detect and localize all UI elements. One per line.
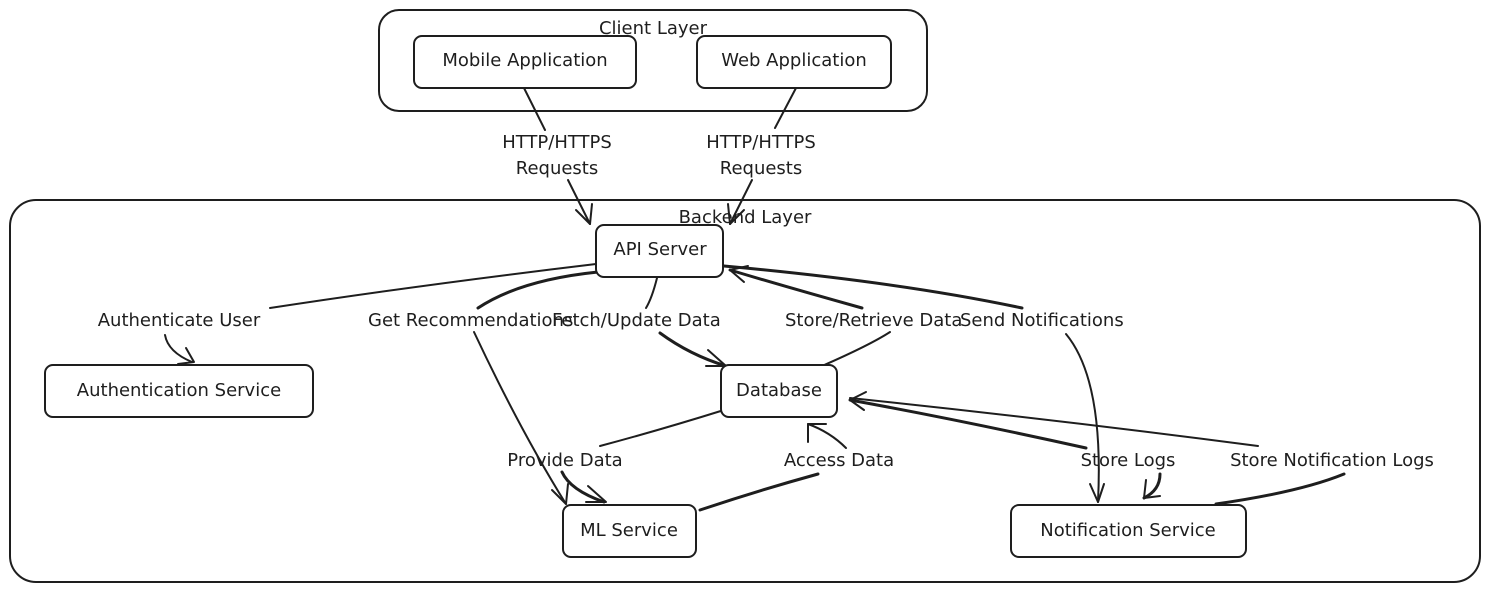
edge-label-store-retrieve-data: Store/Retrieve Data (785, 310, 962, 331)
client-layer-group[interactable] (378, 9, 928, 112)
node-web-application-label: Web Application (721, 50, 867, 71)
edge-label-store-notification-logs: Store Notification Logs (1230, 450, 1434, 471)
edge-db-to-api[interactable] (821, 331, 891, 367)
edge-notif-to-db-logs-arrowhead (849, 391, 867, 411)
edge-notif-to-db-notif-logs[interactable] (849, 397, 1259, 447)
node-mobile-application[interactable]: Mobile Application (413, 35, 637, 89)
node-authentication-service-label: Authentication Service (77, 380, 281, 401)
edge-api-to-db[interactable] (645, 277, 658, 309)
edge-label-store-logs: Store Logs (1081, 450, 1176, 471)
edge-api-to-ml[interactable] (476, 270, 600, 310)
edge-ml-to-db-arrowhead (807, 423, 827, 443)
edge-label-provide-data: Provide Data (507, 450, 622, 471)
edge-label-get-recommendations: Get Recommendations (368, 310, 573, 331)
edge-label-send-notifications: Send Notifications (960, 310, 1124, 331)
edge-mobile-to-api-arrowhead (575, 203, 593, 225)
node-database-label: Database (736, 380, 822, 401)
node-mobile-application-label: Mobile Application (442, 50, 607, 71)
node-api-server[interactable]: API Server (595, 224, 724, 278)
edge-db-to-ml[interactable] (599, 409, 725, 447)
edge-web-to-api[interactable] (729, 87, 797, 225)
edge-api-to-ml-arrowhead (551, 483, 569, 505)
edge-api-to-notif-arrowhead (1089, 483, 1105, 503)
node-api-server-label: API Server (613, 239, 707, 260)
edge-label-web-http: HTTP/HTTPS (706, 132, 816, 153)
edge-db-to-ml-arrowhead (585, 485, 607, 503)
edge-api-to-auth[interactable] (164, 263, 597, 363)
edge-label-web-requests: Requests (720, 158, 803, 179)
edge-label-access-data: Access Data (784, 450, 894, 471)
edge-api-to-notif[interactable] (722, 264, 1024, 310)
edge-label-fetch-update-data: Fetch/Update Data (552, 310, 721, 331)
backend-layer-label: Backend Layer (679, 207, 812, 228)
backend-layer-group[interactable] (9, 199, 1481, 583)
node-notification-service-label: Notification Service (1040, 520, 1216, 541)
edge-mobile-to-api[interactable] (523, 87, 591, 225)
edge-label-mobile-http: HTTP/HTTPS (502, 132, 612, 153)
edge-label-authenticate-user: Authenticate User (98, 310, 261, 331)
node-ml-service-label: ML Service (580, 520, 678, 541)
edge-web-to-api-arrowhead (727, 203, 745, 225)
node-authentication-service[interactable]: Authentication Service (44, 364, 314, 418)
node-ml-service[interactable]: ML Service (562, 504, 697, 558)
edge-label-mobile-requests: Requests (516, 158, 599, 179)
edge-notif-to-db-logs[interactable] (848, 398, 1088, 450)
client-layer-label: Client Layer (599, 18, 708, 39)
edge-ml-to-db[interactable] (698, 472, 820, 512)
node-notification-service[interactable]: Notification Service (1010, 504, 1247, 558)
node-web-application[interactable]: Web Application (696, 35, 892, 89)
edge-api-to-auth-arrowhead (177, 347, 195, 365)
node-database[interactable]: Database (720, 364, 838, 418)
